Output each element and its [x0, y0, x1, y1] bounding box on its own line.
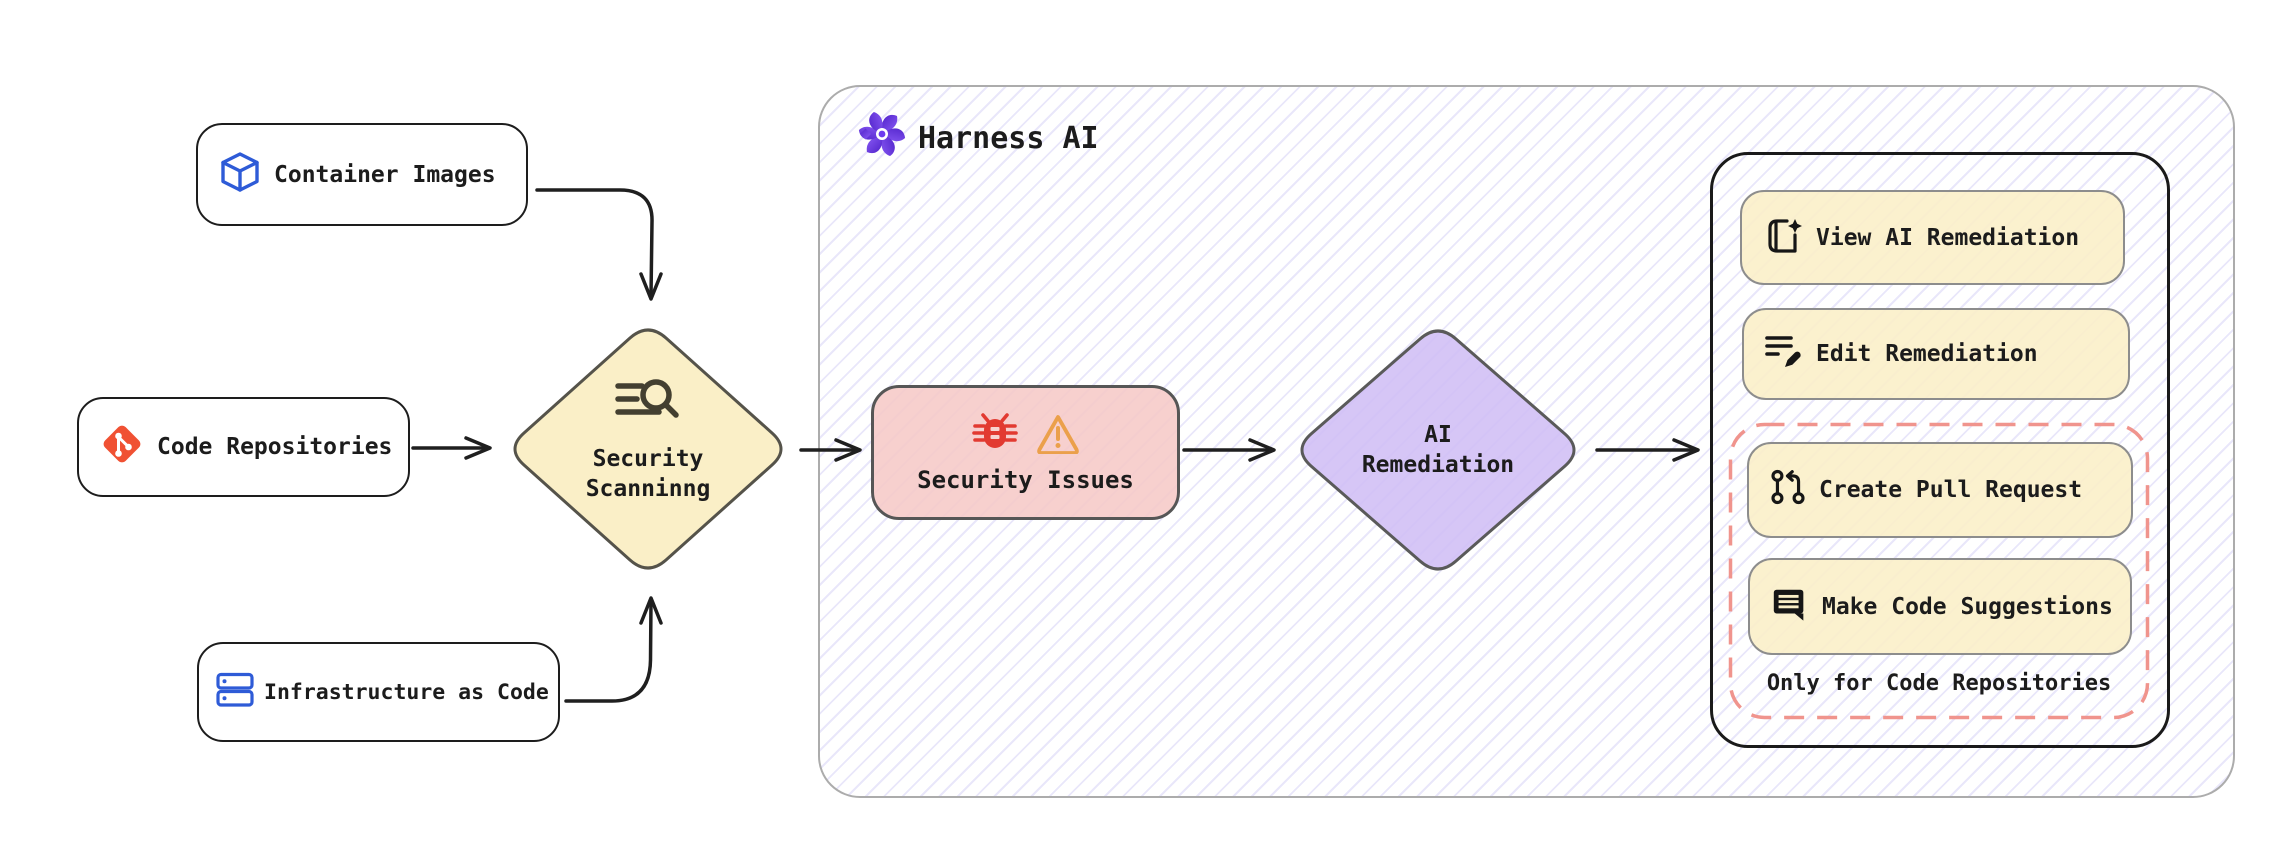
code-repo-only-group — [1728, 422, 2150, 720]
book-sparkle-icon — [1762, 214, 1804, 262]
git-icon — [99, 421, 145, 473]
view-ai-remediation-node: View AI Remediation — [1740, 190, 2125, 285]
pull-request-icon — [1769, 468, 1807, 512]
bug-icon — [971, 412, 1019, 458]
comment-lines-icon — [1770, 585, 1810, 629]
diamond-label: Security Scanninng — [585, 446, 711, 502]
harness-ai-header: Harness AI — [858, 110, 1099, 166]
action-label: Create Pull Request — [1819, 477, 2083, 503]
action-label: Edit Remediation — [1816, 341, 2038, 367]
harness-ai-title: Harness AI — [918, 120, 1099, 156]
cube-icon — [218, 150, 262, 200]
node-security-issues: Security Issues — [871, 385, 1180, 520]
node-label: Security Issues — [917, 465, 1134, 494]
diamond-ai-remediation: AI Remediation — [1285, 315, 1591, 585]
diamond-security-scanning: Security Scanninng — [498, 314, 798, 584]
action-label: View AI Remediation — [1816, 224, 2080, 251]
node-container-images: Container Images — [196, 123, 528, 226]
warning-triangle-icon — [1035, 412, 1081, 458]
edit-lines-pencil-icon — [1764, 332, 1804, 376]
scan-search-icon — [615, 378, 681, 432]
node-infrastructure-as-code: Infrastructure as Code — [197, 642, 560, 742]
node-label: Container Images — [274, 161, 496, 188]
remediation-actions-panel — [1710, 152, 2170, 748]
harness-pinwheel-icon — [858, 110, 906, 166]
create-pull-request-node: Create Pull Request — [1747, 442, 2133, 538]
edit-remediation-node: Edit Remediation — [1742, 308, 2130, 400]
diamond-label: AI Remediation — [1361, 422, 1515, 478]
diamond-shape — [1300, 329, 1576, 571]
action-label: Make Code Suggestions — [1822, 593, 2113, 620]
code-repo-only-note: Only for Code Repositories — [1766, 671, 2112, 696]
diamond-shape — [513, 328, 783, 570]
node-label: Code Repositories — [157, 434, 393, 460]
node-code-repositories: Code Repositories — [77, 397, 410, 497]
node-label: Infrastructure as Code — [264, 679, 549, 705]
server-stack-icon — [215, 669, 255, 715]
make-code-suggestions-node: Make Code Suggestions — [1748, 558, 2132, 655]
